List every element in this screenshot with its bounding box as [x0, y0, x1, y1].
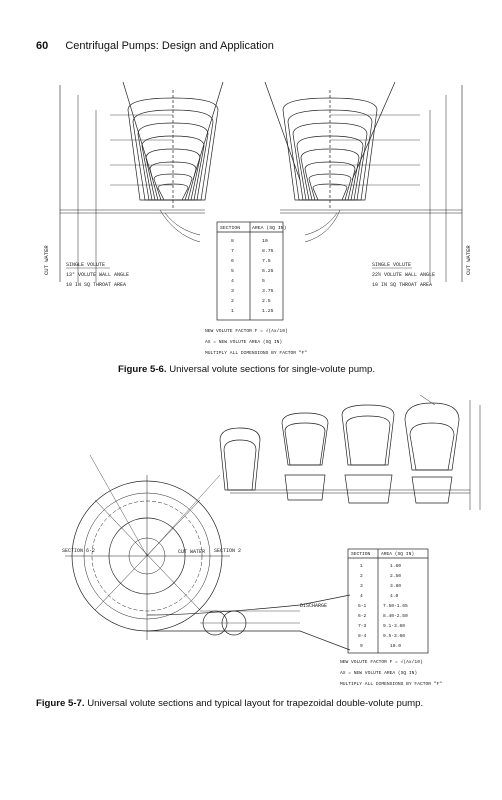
cut-water-label: CUT WATER: [178, 549, 205, 555]
fig7-table-header-area: AREA (SQ IN): [381, 551, 414, 557]
fig7-table-cell: 8-4: [358, 633, 367, 639]
fig6-right-note-2: 22½ VOLUTE WALL ANGLE: [372, 272, 435, 278]
fig6-table-cell: 3: [231, 288, 234, 294]
fig7-table-cell: 4: [360, 593, 363, 599]
fig6-left-note-2: 13° VOLUTE WALL ANGLE: [66, 272, 129, 278]
fig7-formula-2: AX = NEW VOLUTE AREA (SQ IN): [340, 670, 417, 676]
fig7-table-cell: 2: [360, 573, 363, 579]
caption-label: Figure 5-7.: [36, 698, 85, 709]
fig7-table-header-section: SECTION: [351, 551, 371, 557]
cut-water-left: CUT WATER: [43, 245, 50, 275]
fig7-table-cell: 9: [360, 643, 363, 649]
fig6-table-cell: 7.5: [262, 258, 271, 264]
fig6-table-cell: 6.25: [262, 268, 274, 274]
figure-5-6-drawing: CUT WATER CUT WATER SINGLE VOLUTE 13° VO…: [43, 81, 472, 356]
fig7-table-cell: 2.50: [390, 573, 401, 579]
caption-label: Figure 5-6.: [118, 364, 167, 375]
fig6-table-cell: 5: [262, 278, 265, 284]
page-number: 60: [36, 40, 49, 52]
cut-water-right: CUT WATER: [465, 245, 472, 275]
fig7-area-table: SECTION AREA (SQ IN) 1 1.60 2 2.50 3 3.8…: [347, 548, 429, 654]
fig7-formula-3: MULTIPLY ALL DIMENSIONS BY FACTOR "F": [340, 681, 442, 687]
fig6-table-cell: 1.25: [262, 308, 274, 314]
fig6-table-header-area: AREA (SQ IN): [252, 225, 287, 231]
fig6-formula-1: NEW VOLUTE FACTOR F = √(Ax/10): [205, 328, 288, 334]
fig7-table-cell: 7.50-1.65: [383, 603, 408, 609]
fig6-formula-2: AX = NEW VOLUTE AREA (SQ IN): [205, 339, 282, 345]
fig6-table-cell: 8.75: [262, 248, 274, 254]
fig6-table-cell: 7: [231, 248, 234, 254]
fig6-table-cell: 1: [231, 308, 234, 314]
figure-5-7-drawing: DISCHARGE CUT WATER SECTION 6-2 SECTION …: [62, 395, 481, 654]
fig7-table-cell: 6-2: [358, 613, 367, 619]
figure-5-7-formula: NEW VOLUTE FACTOR F = √(Ax/10) AX = NEW …: [340, 659, 442, 687]
caption-text: Universal volute sections for single-vol…: [169, 364, 376, 375]
fig6-table-cell: 10: [262, 238, 268, 244]
fig6-table-cell: 6: [231, 258, 234, 264]
fig6-table-cell: 8: [231, 238, 234, 244]
fig7-table-cell: 9.1-3.60: [383, 623, 405, 629]
fig6-table-header-section: SECTION: [220, 225, 240, 231]
fig7-table-cell: 9.5-3.60: [383, 633, 405, 639]
fig7-table-cell: 1.60: [390, 563, 401, 569]
fig7-table-cell: 1: [360, 563, 363, 569]
fig6-table-cell: 5: [231, 268, 234, 274]
fig6-left-note-3: 10 IN SQ THROAT AREA: [66, 282, 126, 288]
fig7-table-cell: 10.0: [390, 643, 401, 649]
figure-5-6-caption: Figure 5-6. Universal volute sections fo…: [118, 364, 375, 376]
fig6-table-cell: 3.75: [262, 288, 274, 294]
figure-5-7-caption: Figure 5-7. Universal volute sections an…: [36, 698, 476, 710]
fig7-table-cell: 7-3: [358, 623, 367, 629]
fig6-formula-3: MULTIPLY ALL DIMENSIONS BY FACTOR "F": [205, 350, 307, 356]
fig7-table-cell: 3: [360, 583, 363, 589]
fig6-area-table: SECTION AREA (SQ IN) 8 10 7 8.75 6 7.5 5…: [216, 221, 287, 321]
fig7-table-cell: 3.80: [390, 583, 401, 589]
fig6-right-note-1: SINGLE VOLUTE: [372, 262, 411, 268]
fig6-table-cell: 2.5: [262, 298, 271, 304]
running-title: Centrifugal Pumps: Design and Applicatio…: [65, 40, 274, 52]
caption-text: Universal volute sections and typical la…: [87, 698, 424, 709]
fig6-right-note-3: 10 IN SQ THROAT AREA: [372, 282, 432, 288]
section-2-label: SECTION 2: [214, 548, 241, 554]
fig7-table-cell: 4.0: [390, 593, 399, 599]
fig6-table-cell: 2: [231, 298, 234, 304]
section-6-2-label: SECTION 6-2: [62, 548, 95, 554]
fig6-table-cell: 4: [231, 278, 234, 284]
discharge-label: DISCHARGE: [300, 603, 327, 609]
fig7-table-cell: 8.40-2.50: [383, 613, 408, 619]
fig6-left-note-1: SINGLE VOLUTE: [66, 262, 105, 268]
fig7-table-cell: 5-1: [358, 603, 367, 609]
page-header: 60 Centrifugal Pumps: Design and Applica…: [36, 40, 274, 52]
fig7-formula-1: NEW VOLUTE FACTOR F = √(Ax/10): [340, 659, 423, 665]
